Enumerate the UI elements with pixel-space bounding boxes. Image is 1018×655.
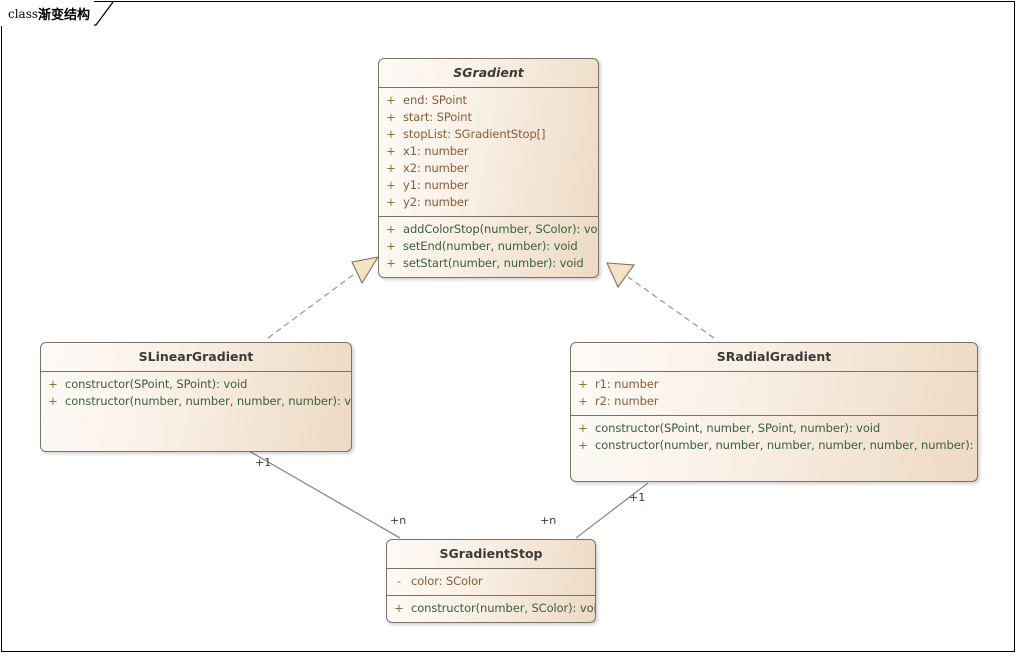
title-tab-keyword: class (8, 6, 39, 21)
title-tab-name: 渐变结构 (38, 8, 91, 23)
attribute-row: + x1: number (379, 143, 598, 160)
attribute-label: r2: number (595, 393, 659, 408)
operation-row: + constructor(SPoint, SPoint): void (41, 376, 351, 393)
visibility-marker: + (386, 126, 396, 141)
attribute-row: + x2: number (379, 160, 598, 177)
class-name-slineargradient: SLinearGradient (41, 343, 351, 372)
visibility-marker: + (386, 238, 396, 253)
visibility-marker: + (578, 437, 588, 452)
visibility-marker: + (386, 177, 396, 192)
attribute-row: + r2: number (571, 393, 977, 410)
operation-label: constructor(SPoint, number, SPoint, numb… (595, 420, 881, 435)
attribute-row: + y1: number (379, 177, 598, 194)
visibility-marker: + (386, 221, 396, 236)
attribute-label: end: SPoint (403, 92, 467, 107)
visibility-marker: + (386, 194, 396, 209)
multiplicity-linear-source: +1 (255, 456, 272, 469)
attribute-row: + y2: number (379, 194, 598, 211)
attribute-row: + stopList: SGradientStop[] (379, 126, 598, 143)
attribute-label: r1: number (595, 376, 659, 391)
operation-label: constructor(number, SColor): void (411, 600, 596, 615)
attribute-label: y1: number (403, 177, 469, 192)
operation-row: + setStart(number, number): void (379, 255, 598, 272)
class-name-sgradientstop: SGradientStop (387, 540, 595, 569)
visibility-marker: + (578, 376, 588, 391)
operation-label: addColorStop(number, SColor): void (403, 221, 599, 236)
multiplicity-radial-target: +n (540, 514, 557, 527)
visibility-marker: + (386, 143, 396, 158)
attribute-row: + end: SPoint (379, 92, 598, 109)
attributes-section-sgradient: + end: SPoint + start: SPoint + stopList… (379, 88, 598, 216)
attribute-row: - color: SColor (387, 573, 595, 590)
visibility-marker: - (396, 573, 402, 588)
operations-section-sgradient: + addColorStop(number, SColor): void + s… (379, 215, 598, 277)
visibility-marker: + (386, 92, 396, 107)
visibility-marker: + (394, 600, 404, 615)
visibility-marker: + (48, 393, 58, 408)
operation-label: setStart(number, number): void (403, 255, 584, 270)
visibility-marker: + (48, 376, 58, 391)
visibility-marker: + (578, 420, 588, 435)
operation-row: + constructor(SPoint, number, SPoint, nu… (571, 420, 977, 437)
operation-label: setEnd(number, number): void (403, 238, 578, 253)
operations-section-slineargradient: + constructor(SPoint, SPoint): void + co… (41, 372, 351, 415)
class-box-sradialgradient[interactable]: SRadialGradient + r1: number + r2: numbe… (570, 342, 978, 482)
attribute-label: start: SPoint (403, 109, 472, 124)
class-name-sgradient: SGradient (379, 59, 598, 88)
diagram-title-tab[interactable]: class 渐变结构 (1, 1, 95, 26)
visibility-marker: + (386, 160, 396, 175)
attribute-row: + start: SPoint (379, 109, 598, 126)
operation-label: constructor(number, number, number, numb… (595, 437, 978, 452)
class-box-sgradientstop[interactable]: SGradientStop - color: SColor + construc… (386, 539, 596, 623)
operation-label: constructor(number, number, number, numb… (65, 393, 352, 408)
operation-row: + setEnd(number, number): void (379, 238, 598, 255)
operation-row: + constructor(number, number, number, nu… (571, 437, 977, 454)
operations-section-sgradientstop: + constructor(number, SColor): void (387, 594, 595, 622)
attribute-row: + r1: number (571, 376, 977, 393)
class-box-sgradient[interactable]: SGradient + end: SPoint + start: SPoint … (378, 58, 599, 278)
operation-row: + addColorStop(number, SColor): void (379, 221, 598, 238)
multiplicity-linear-target: +n (390, 514, 407, 527)
attribute-label: x2: number (403, 160, 469, 175)
multiplicity-radial-source: +1 (629, 491, 646, 504)
class-box-slineargradient[interactable]: SLinearGradient + constructor(SPoint, SP… (40, 342, 352, 452)
attributes-section-sgradientstop: - color: SColor (387, 569, 595, 595)
visibility-marker: + (386, 109, 396, 124)
attribute-label: x1: number (403, 143, 469, 158)
attribute-label: stopList: SGradientStop[] (403, 126, 546, 141)
attribute-label: y2: number (403, 194, 469, 209)
visibility-marker: + (578, 393, 588, 408)
class-name-sradialgradient: SRadialGradient (571, 343, 977, 372)
operations-section-sradialgradient: + constructor(SPoint, number, SPoint, nu… (571, 414, 977, 459)
operation-row: + constructor(number, number, number, nu… (41, 393, 351, 410)
attributes-section-sradialgradient: + r1: number + r2: number (571, 372, 977, 415)
operation-row: + constructor(number, SColor): void (387, 600, 595, 617)
visibility-marker: + (386, 255, 396, 270)
attribute-label: color: SColor (411, 573, 483, 588)
operation-label: constructor(SPoint, SPoint): void (65, 376, 248, 391)
